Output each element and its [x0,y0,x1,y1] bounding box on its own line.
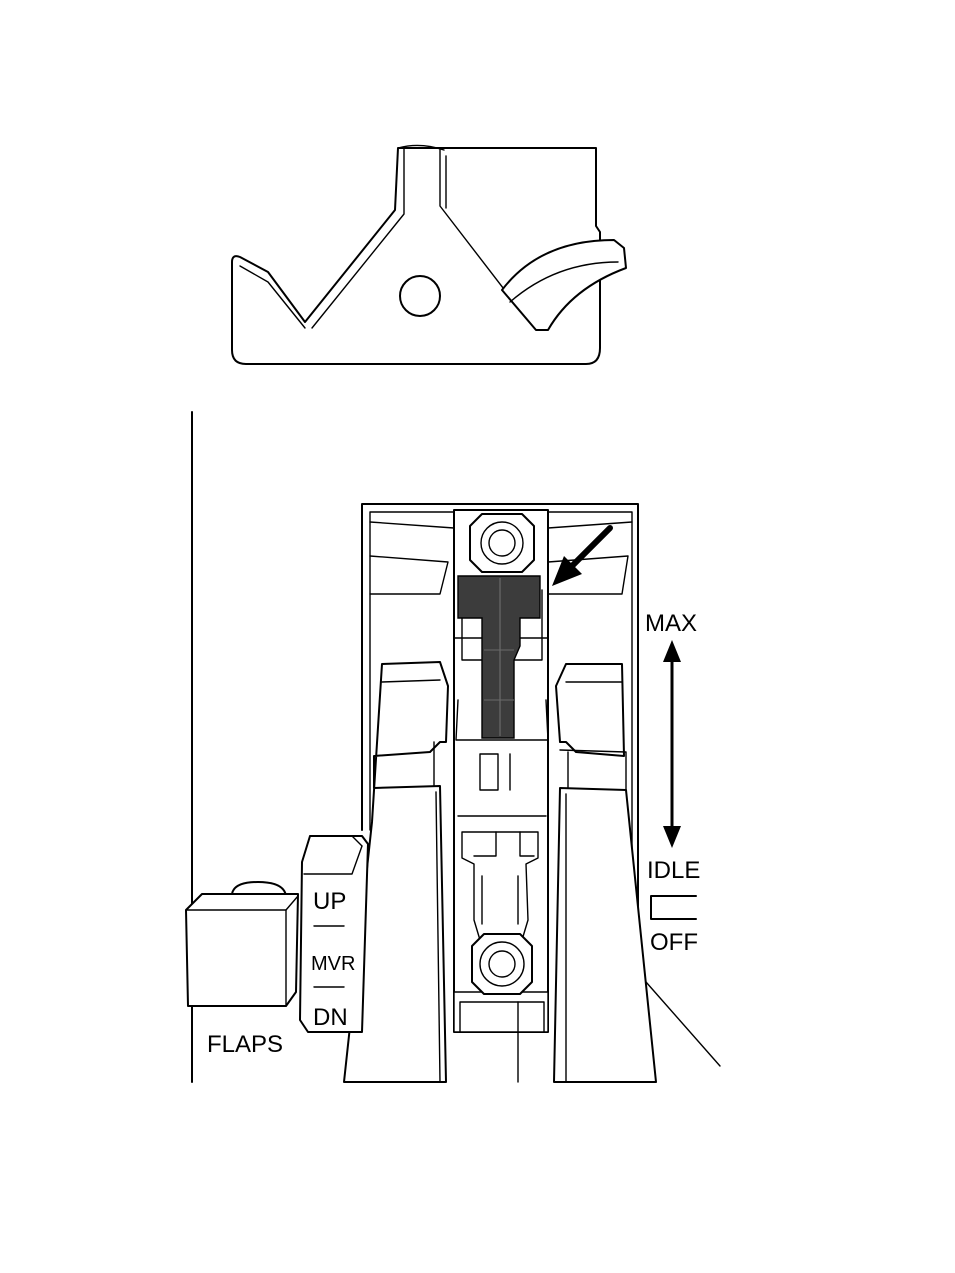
upper-bolt [470,514,534,572]
label-flap-mvr: MVR [311,953,355,975]
label-flap-up: UP [313,888,346,915]
arrow-down-left-icon [552,528,610,586]
double-arrow-vertical-icon [663,640,681,848]
label-idle: IDLE [647,857,700,884]
label-flap-dn: DN [313,1004,348,1031]
right-lever-arm [554,664,656,1082]
gate-detail [232,145,626,364]
flaps-lever-knob [186,882,298,1006]
pivot-hole [400,276,440,316]
center-throttle-lever [454,510,548,1082]
lower-bolt [472,934,532,994]
flap-indicator-strip [300,836,368,1032]
label-max: MAX [645,610,697,637]
off-detent-mark [651,896,696,919]
label-flaps: FLAPS [207,1031,283,1058]
label-off: OFF [650,929,698,956]
